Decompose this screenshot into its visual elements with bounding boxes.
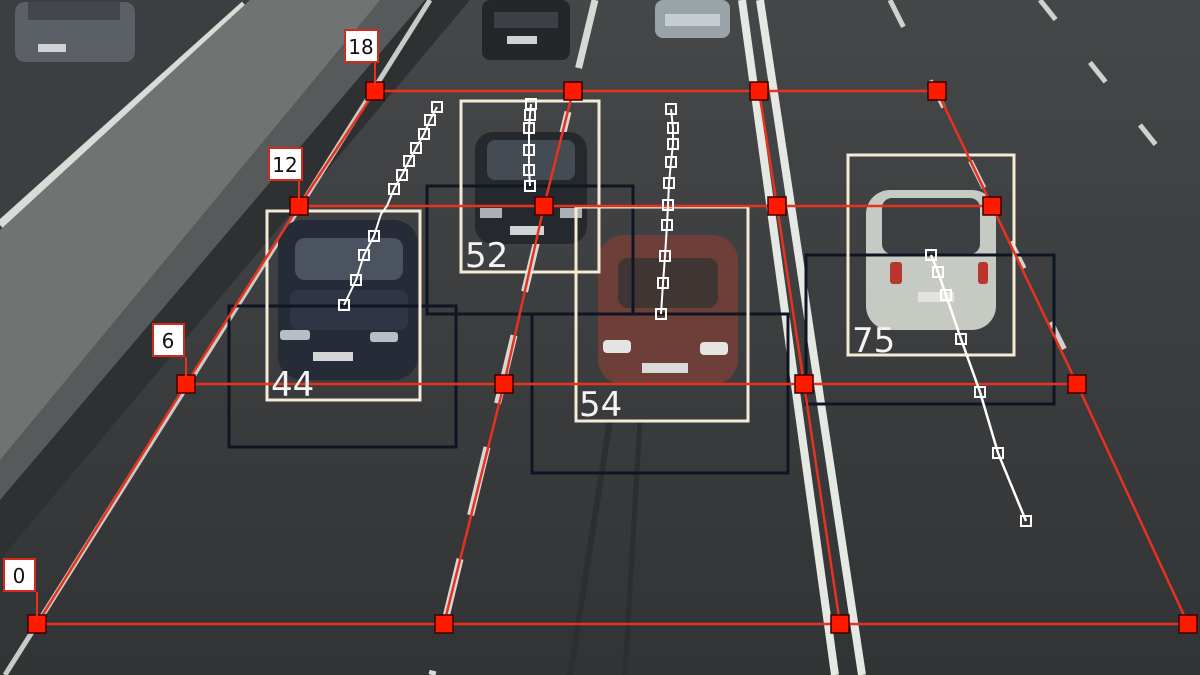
grid-node[interactable] — [749, 81, 769, 101]
tire-mark — [622, 419, 643, 675]
grid-node[interactable] — [927, 81, 947, 101]
track-line — [528, 103, 532, 187]
grid-node[interactable] — [794, 374, 814, 394]
speed-label-44: 44 — [271, 365, 314, 405]
grid-node[interactable] — [1178, 614, 1198, 634]
detection-box-44 — [265, 209, 422, 402]
grid-col-b — [442, 90, 575, 625]
distance-label-6: 6 — [162, 329, 175, 353]
grid-node[interactable] — [1067, 374, 1087, 394]
calibration-grid — [35, 89, 1190, 626]
grid-node[interactable] — [982, 196, 1002, 216]
track-54 — [655, 103, 679, 320]
speed-label-54: 54 — [579, 385, 622, 425]
grid-node[interactable] — [767, 196, 787, 216]
grid-node[interactable] — [830, 614, 850, 634]
distance-marker-0: 0 — [3, 558, 38, 618]
double-line-b — [756, 0, 866, 675]
grid-col-d — [935, 90, 1190, 625]
detection-box-75 — [846, 153, 1016, 357]
grid-node[interactable] — [434, 614, 454, 634]
speed-label-52: 52 — [465, 236, 508, 276]
left-lane-line — [0, 1, 249, 229]
predicted-box — [804, 253, 1056, 406]
track-44 — [338, 101, 443, 311]
far-right-dashed-line — [1038, 0, 1162, 152]
distance-label-0: 0 — [13, 564, 26, 588]
grid-col-c — [757, 90, 842, 625]
tire-mark — [567, 419, 613, 675]
grid-node[interactable] — [563, 81, 583, 101]
median-shadow — [0, 0, 470, 560]
track-line — [929, 254, 1028, 522]
grid-nodes — [27, 81, 1198, 634]
track-52 — [523, 98, 537, 192]
background-car — [482, 0, 570, 60]
distance-marker-18: 18 — [344, 29, 379, 86]
car-body-54 — [598, 235, 738, 385]
grid-node[interactable] — [534, 196, 554, 216]
predicted-box — [227, 304, 458, 449]
grid-col-a — [35, 90, 377, 625]
speed-label-75: 75 — [852, 321, 895, 361]
grid-node[interactable] — [494, 374, 514, 394]
track-line — [660, 108, 674, 315]
predicted-box — [530, 312, 790, 475]
distance-marker-12: 12 — [268, 147, 303, 200]
predicted-boxes — [227, 184, 1056, 475]
distance-marker-6: 6 — [152, 323, 187, 378]
distance-label-18: 18 — [348, 35, 373, 59]
track-line — [343, 106, 438, 306]
track-75 — [925, 249, 1032, 527]
background-car — [15, 2, 135, 62]
background-car — [655, 0, 730, 38]
car-body-52 — [475, 132, 587, 244]
distance-label-12: 12 — [272, 153, 297, 177]
